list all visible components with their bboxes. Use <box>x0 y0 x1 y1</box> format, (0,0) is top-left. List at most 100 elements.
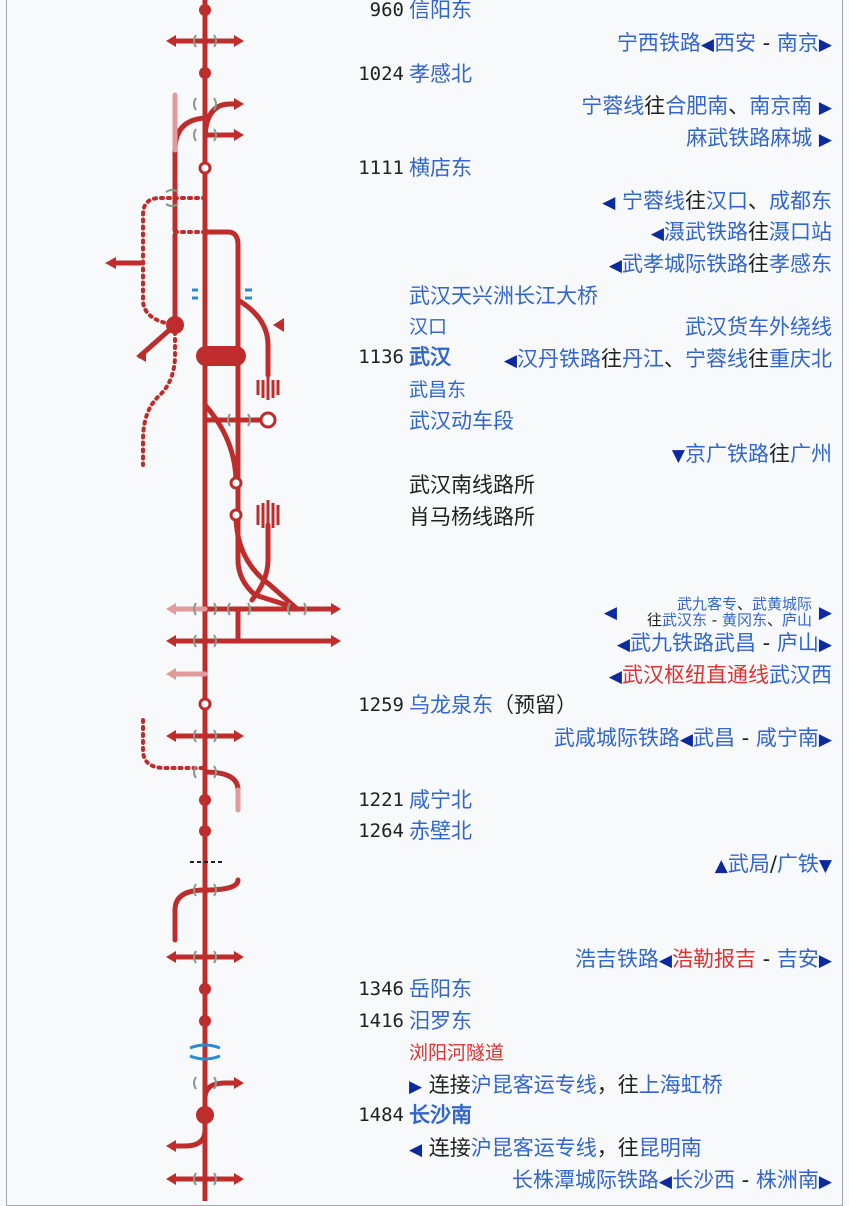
station-wulongquan[interactable]: 乌龙泉东 <box>409 693 493 717</box>
station-dot-chibi <box>199 825 211 837</box>
wuchangdong-label[interactable]: 武昌东 <box>409 379 467 401</box>
station-yueyang[interactable]: 岳阳东 <box>409 977 472 1001</box>
left-arrow-icon: ◀ <box>503 351 517 371</box>
station-chibi[interactable]: 赤壁北 <box>409 819 472 843</box>
left-arrow-icon: ◀ <box>658 951 672 971</box>
station-dot-xianning <box>199 794 211 806</box>
fan-spur <box>249 522 271 603</box>
jingguang-link[interactable]: 京广铁路 <box>685 442 769 466</box>
emu-depot-label[interactable]: 武汉动车段 <box>409 409 514 433</box>
wujiu-pass-label: ◀ 武九客专、武黄城际 往武汉东 - 黄冈东、庐山 ▶ <box>603 595 832 629</box>
ningrong-link[interactable]: 宁蓉线 <box>685 347 748 371</box>
station-wuhan[interactable]: 武汉 <box>409 345 451 369</box>
mawu-link[interactable]: 麻武铁路 <box>686 126 771 150</box>
wuju-link[interactable]: 武局 <box>727 852 770 876</box>
wuxiao-link[interactable]: 武孝城际铁路 <box>622 252 748 276</box>
right-arrow-icon: ▶ <box>818 730 832 750</box>
czt-label: 长株潭城际铁路◀长沙西 - 株洲南▶ <box>511 1168 832 1192</box>
lushan-link[interactable]: 庐山 <box>776 631 819 655</box>
station-ring-wulongquan <box>198 697 212 711</box>
km-miluo: 1416 <box>358 1010 404 1032</box>
station-changsha[interactable]: 长沙南 <box>409 1103 472 1127</box>
station-miluo[interactable]: 汨罗东 <box>409 1009 472 1033</box>
haoji-link[interactable]: 浩吉铁路 <box>574 947 659 971</box>
right-arrow-icon: ▶ <box>818 35 832 55</box>
dotted-south <box>141 323 177 467</box>
wuxian-link[interactable]: 武咸城际铁路 <box>553 726 680 750</box>
shekou-link[interactable]: 滠口站 <box>769 220 832 244</box>
hefei-link[interactable]: 合肥南 <box>665 94 729 118</box>
xian-link[interactable]: 西安 <box>713 31 756 55</box>
chongqing-link[interactable]: 重庆北 <box>769 347 832 371</box>
ningrong-lower-branch <box>172 115 208 233</box>
km-yueyang: 1346 <box>358 978 404 1000</box>
ningxi-link[interactable]: 宁西铁路 <box>616 31 701 55</box>
station-ring-xiaomayang <box>229 508 243 522</box>
wuhanxi-link[interactable]: 武汉西 <box>769 663 832 687</box>
freight-label[interactable]: 武汉货车外绕线 <box>685 315 832 339</box>
fan-south <box>256 500 280 530</box>
xiaogandong-link[interactable]: 孝感东 <box>769 252 832 276</box>
km-chibi: 1264 <box>358 820 404 842</box>
chibi-branch <box>172 877 241 943</box>
right-arrow-icon: ▶ <box>409 1077 423 1097</box>
station-xianning[interactable]: 咸宁北 <box>409 788 472 812</box>
hankou-dest-link[interactable]: 汉口 <box>706 189 748 213</box>
kunming-link[interactable]: 昆明南 <box>638 1136 702 1160</box>
mawu-label: 麻武铁路麻城 ▶ <box>686 126 832 152</box>
right-arrow-icon: ▶ <box>818 635 832 655</box>
ningrong-link[interactable]: 宁蓉线 <box>581 94 645 118</box>
station-wulongquan-row: 乌龙泉东（预留） <box>409 693 577 717</box>
left-arrow-icon: ◀ <box>658 1172 672 1192</box>
wuchang-curve <box>202 402 239 486</box>
wuchang-link[interactable]: 武昌 <box>713 631 756 655</box>
guangzhou-link[interactable]: 广州 <box>790 442 832 466</box>
station-hengdian[interactable]: 横店东 <box>409 156 472 180</box>
hub-link[interactable]: 武汉枢纽直通线 <box>622 663 769 687</box>
nanjingnan-link[interactable]: 南京南 <box>749 94 813 118</box>
km-xiaogan: 1024 <box>358 63 404 85</box>
right-arrow-icon: ▶ <box>818 951 832 971</box>
left-arrow-icon: ◀ <box>679 730 693 750</box>
hukun-link[interactable]: 沪昆客运专线 <box>470 1073 597 1097</box>
hankou-label[interactable]: 汉口 <box>409 316 448 338</box>
handan-link[interactable]: 汉丹铁路 <box>517 347 601 371</box>
liuyang-tunnel-label[interactable]: 浏阳河隧道 <box>409 1042 505 1064</box>
changshaxi-link[interactable]: 长沙西 <box>671 1168 735 1192</box>
shewu-link[interactable]: 滠武铁路 <box>664 220 748 244</box>
dotted-west-loop <box>141 196 207 327</box>
jian-link[interactable]: 吉安 <box>776 947 819 971</box>
nanjing-link[interactable]: 南京 <box>776 31 819 55</box>
station-dot-miluo <box>199 1015 211 1027</box>
haolebaoji-link[interactable]: 浩勒报吉 <box>671 947 756 971</box>
bridge-label[interactable]: 武汉天兴洲长江大桥 <box>409 284 598 308</box>
xianningnan-link[interactable]: 咸宁南 <box>755 726 819 750</box>
wujiu-link[interactable]: 武九铁路 <box>629 631 714 655</box>
yangtze-mark-left <box>192 288 198 300</box>
station-xiaogan[interactable]: 孝感北 <box>409 62 472 86</box>
south-curve <box>233 512 299 611</box>
zhuzhounan-link[interactable]: 株洲南 <box>755 1168 819 1192</box>
down-arrow-icon: ▼ <box>671 446 685 466</box>
hukun-east-label: ▶ 连接沪昆客运专线，往上海虹桥 <box>409 1073 723 1097</box>
handan-label: ◀汉丹铁路往丹江、宁蓉线往重庆北 <box>503 347 832 371</box>
km-changsha: 1484 <box>358 1104 404 1126</box>
wuchang-link[interactable]: 武昌 <box>692 726 735 750</box>
hukun-west-label: ◀ 连接沪昆客运专线，往昆明南 <box>409 1136 702 1160</box>
hukun-east-branch <box>202 1080 241 1101</box>
macheng-link[interactable]: 麻城 <box>770 126 813 150</box>
hongqiao-link[interactable]: 上海虹桥 <box>638 1073 723 1097</box>
station-dot-xiaogan <box>199 67 211 79</box>
station-xinyang[interactable]: 信阳东 <box>409 0 472 22</box>
hukun-west-branch <box>169 1127 208 1149</box>
left-arrow-icon: ◀ <box>700 35 714 55</box>
left-arrow-icon: ◀ <box>603 603 617 623</box>
czt-link[interactable]: 长株潭城际铁路 <box>511 1168 659 1192</box>
right-arrow-icon: ▶ <box>818 1172 832 1192</box>
hukun-link[interactable]: 沪昆客运专线 <box>470 1136 597 1160</box>
xianning-branch <box>202 769 241 793</box>
guangtie-link[interactable]: 广铁 <box>776 852 819 876</box>
ningrong-link[interactable]: 宁蓉线 <box>622 189 685 213</box>
danjiang-link[interactable]: 丹江 <box>622 347 664 371</box>
chengdu-link[interactable]: 成都东 <box>769 189 832 213</box>
